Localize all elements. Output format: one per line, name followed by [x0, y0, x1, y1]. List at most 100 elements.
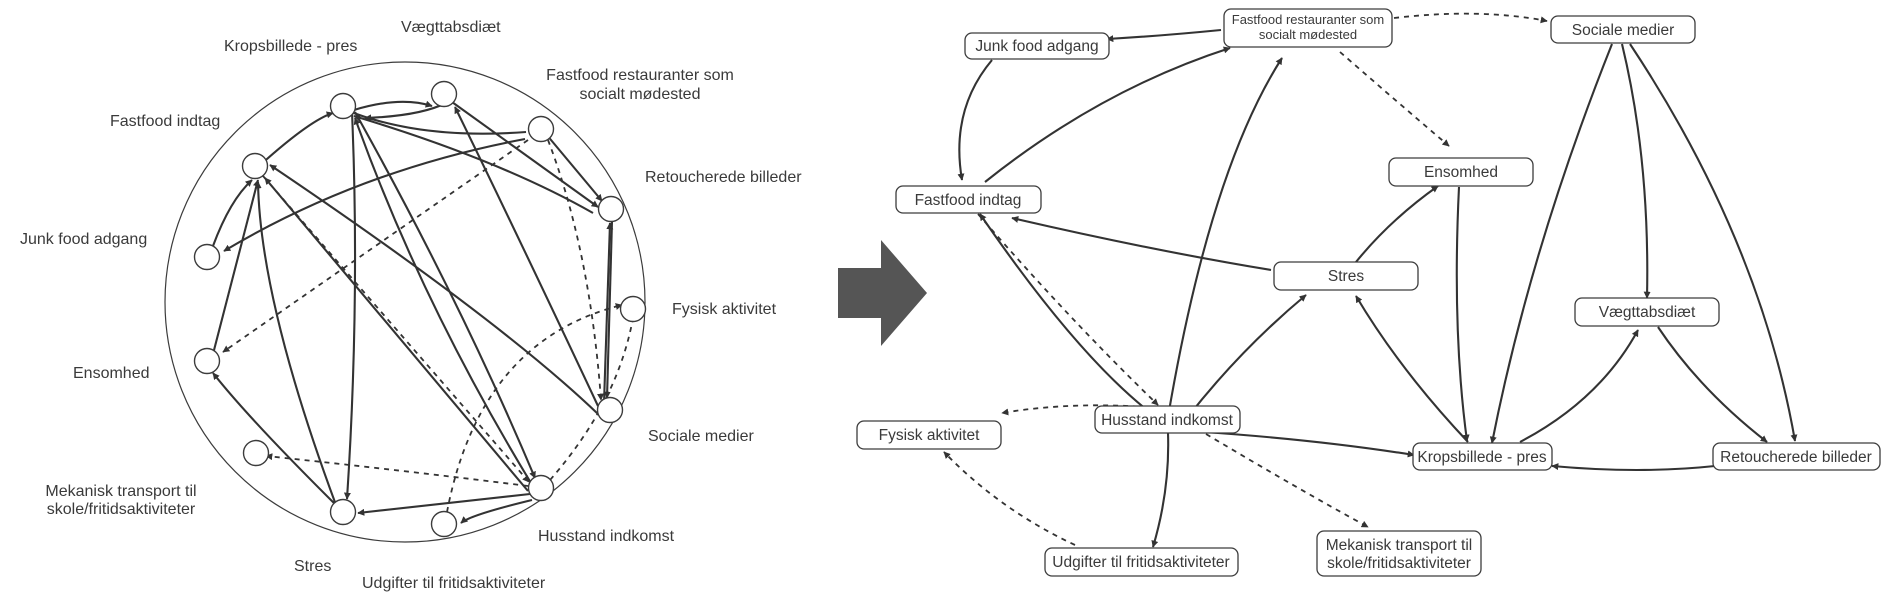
edge-sociale-vaegttab	[1620, 43, 1651, 299]
edge-husstand-fastfoodindtag	[979, 213, 1157, 418]
edge-husstand-mekanisk	[1205, 433, 1369, 528]
label-mekanisk-1: Mekanisk transport til	[45, 483, 196, 500]
box-retoucherede-billeder[interactable]: Retoucherede billeder	[1712, 442, 1881, 471]
box-label-mekanisk-1: Mekanisk transport til	[1326, 537, 1472, 554]
node-ensomhed[interactable]	[193, 347, 221, 375]
box-label-sociale: Sociale medier	[1572, 22, 1675, 39]
edge-retouch-kropsbillede	[1551, 463, 1716, 472]
box-fysisk-aktivitet[interactable]: Fysisk aktivitet	[856, 420, 1002, 450]
edge-stres-ensomhed	[1355, 185, 1439, 263]
label-husstand: Husstand indkomst	[538, 528, 675, 545]
box-label-mekanisk-2: skole/fritidsaktiviteter	[1327, 555, 1471, 572]
box-junk-food-adgang[interactable]: Junk food adgang	[964, 32, 1110, 60]
node-vaegttab[interactable]	[430, 80, 458, 108]
edge-kropsbillede-stres	[343, 111, 357, 500]
box-husstand-indkomst[interactable]: Husstand indkomst	[1094, 405, 1241, 434]
edge-vaegttab-retouch	[451, 101, 599, 208]
left-circular-diagram: Kropsbillede - pres Vægttabsdiæt Fastfoo…	[20, 19, 802, 592]
box-label-rest-1: Fastfood restauranter som	[1232, 12, 1384, 27]
node-retoucherede-billeder[interactable]	[597, 195, 625, 223]
edge-stres-ensomhed	[212, 372, 342, 511]
edge-husstand-stres	[357, 492, 531, 516]
edge-kropsbillede-stres	[1355, 295, 1469, 443]
box-label-junk: Junk food adgang	[975, 38, 1098, 55]
label-fastfood-restauranter-2: socialt mødested	[580, 86, 701, 103]
box-ensomhed[interactable]: Ensomhed	[1388, 157, 1534, 187]
node-fysisk-aktivitet[interactable]	[619, 295, 647, 323]
edge-fastfoodrest-retouch	[545, 133, 603, 202]
left-nodes	[193, 80, 647, 538]
box-sociale-medier[interactable]: Sociale medier	[1550, 15, 1696, 44]
edge-husstand-stres	[1186, 294, 1307, 419]
label-fysisk: Fysisk aktivitet	[672, 301, 777, 318]
label-ensomhed: Ensomhed	[73, 365, 150, 382]
edge-ensomhed-fastfoodindtag	[211, 179, 260, 355]
edge-husstand-kropsbillede	[1203, 430, 1415, 458]
label-vaegttab: Vægttabsdiæt	[401, 19, 501, 36]
node-fastfood-indtag[interactable]	[241, 152, 269, 180]
edge-fastfoodrest-ensomhed	[222, 139, 529, 353]
right-edges	[957, 28, 1798, 548]
node-husstand-indkomst[interactable]	[527, 474, 555, 502]
box-udgifter[interactable]: Udgifter til fritidsaktiviteter	[1044, 547, 1239, 577]
edge-sociale-retouch	[1629, 43, 1798, 442]
edge-fastfoodrest-junk	[223, 137, 526, 252]
edge-junk-fastfoodindtag	[957, 59, 993, 181]
label-fastfood-restauranter-1: Fastfood restauranter som	[546, 67, 734, 84]
right-boxes: Junk food adgang Fastfood restauranter s…	[856, 8, 1881, 577]
edge-husstand-mekanisk	[265, 453, 529, 487]
box-label-rest-2: socialt mødested	[1259, 27, 1357, 42]
box-label-husstand: Husstand indkomst	[1101, 412, 1234, 429]
edge-sociale-fastfoodindtag	[269, 164, 599, 415]
edge-sociale-retouch	[602, 222, 614, 404]
edge-rest-junk	[1106, 28, 1222, 43]
node-mekanisk-transport[interactable]	[242, 439, 270, 467]
edge-kropsbillede-vaegttab	[353, 100, 433, 112]
box-label-kropsbillede: Kropsbillede - pres	[1417, 449, 1546, 466]
edge-sociale-vaegttab	[454, 106, 599, 407]
label-stres: Stres	[294, 558, 331, 575]
box-stres[interactable]: Stres	[1273, 261, 1419, 291]
node-sociale-medier[interactable]	[596, 396, 624, 424]
box-label-retouch: Retoucherede billeder	[1720, 449, 1872, 466]
left-labels: Kropsbillede - pres Vægttabsdiæt Fastfoo…	[20, 19, 802, 592]
edge-fastfoodindtag-husstand	[977, 213, 1159, 406]
label-retouch: Retoucherede billeder	[645, 169, 802, 186]
edge-fastfoodindtag-rest	[984, 46, 1231, 183]
node-stres[interactable]	[329, 498, 357, 526]
edge-husstand-udgifter	[460, 498, 533, 524]
edge-rest-ensomhed	[1339, 51, 1450, 147]
label-mekanisk-2: skole/fritidsaktiviteter	[47, 501, 196, 518]
node-kropsbillede[interactable]	[329, 92, 357, 120]
edge-stres-fastfoodindtag	[254, 181, 337, 506]
label-udgifter: Udgifter til fritidsaktiviteter	[362, 575, 546, 592]
edge-retouch-sociale	[603, 220, 614, 399]
box-vaegttabsdiaet[interactable]: Vægttabsdiæt	[1574, 297, 1720, 327]
box-mekanisk-transport[interactable]: Mekanisk transport til skole/fritidsakti…	[1316, 530, 1482, 577]
node-fastfood-restauranter[interactable]	[527, 115, 555, 143]
label-kropsbillede: Kropsbillede - pres	[224, 38, 357, 55]
transform-arrow-icon	[838, 240, 927, 346]
label-fastfood-indtag: Fastfood indtag	[110, 113, 220, 130]
box-fastfood-restauranter[interactable]: Fastfood restauranter som socialt mødest…	[1223, 8, 1393, 48]
edge-kropsbillede-husstand	[354, 111, 536, 479]
right-box-diagram: Junk food adgang Fastfood restauranter s…	[856, 8, 1881, 577]
box-label-vaegttab: Vægttabsdiæt	[1599, 304, 1696, 321]
edge-fastfoodrest-sociale	[547, 139, 605, 401]
node-udgifter[interactable]	[430, 510, 458, 538]
edge-husstand-fysisk	[549, 311, 637, 481]
box-kropsbillede-pres[interactable]: Kropsbillede - pres	[1412, 442, 1553, 471]
box-fastfood-indtag[interactable]: Fastfood indtag	[895, 185, 1042, 214]
box-label-ensomhed: Ensomhed	[1424, 164, 1498, 181]
outer-ring	[164, 61, 646, 543]
left-dashed-edges	[222, 139, 637, 513]
edge-udgifter-fysisk	[943, 451, 1076, 546]
edge-husstand-kropsbillede	[353, 117, 532, 484]
edge-rest-sociale	[1393, 12, 1548, 24]
edge-junk-fastfoodindtag	[212, 179, 253, 247]
edge-fastfoodrest-kropsbillede	[345, 109, 527, 135]
edge-retouch-kropsbillede	[353, 114, 594, 214]
edge-fastfoodindtag-fastfoodrest	[257, 111, 334, 168]
node-junk-food-adgang[interactable]	[193, 243, 221, 271]
